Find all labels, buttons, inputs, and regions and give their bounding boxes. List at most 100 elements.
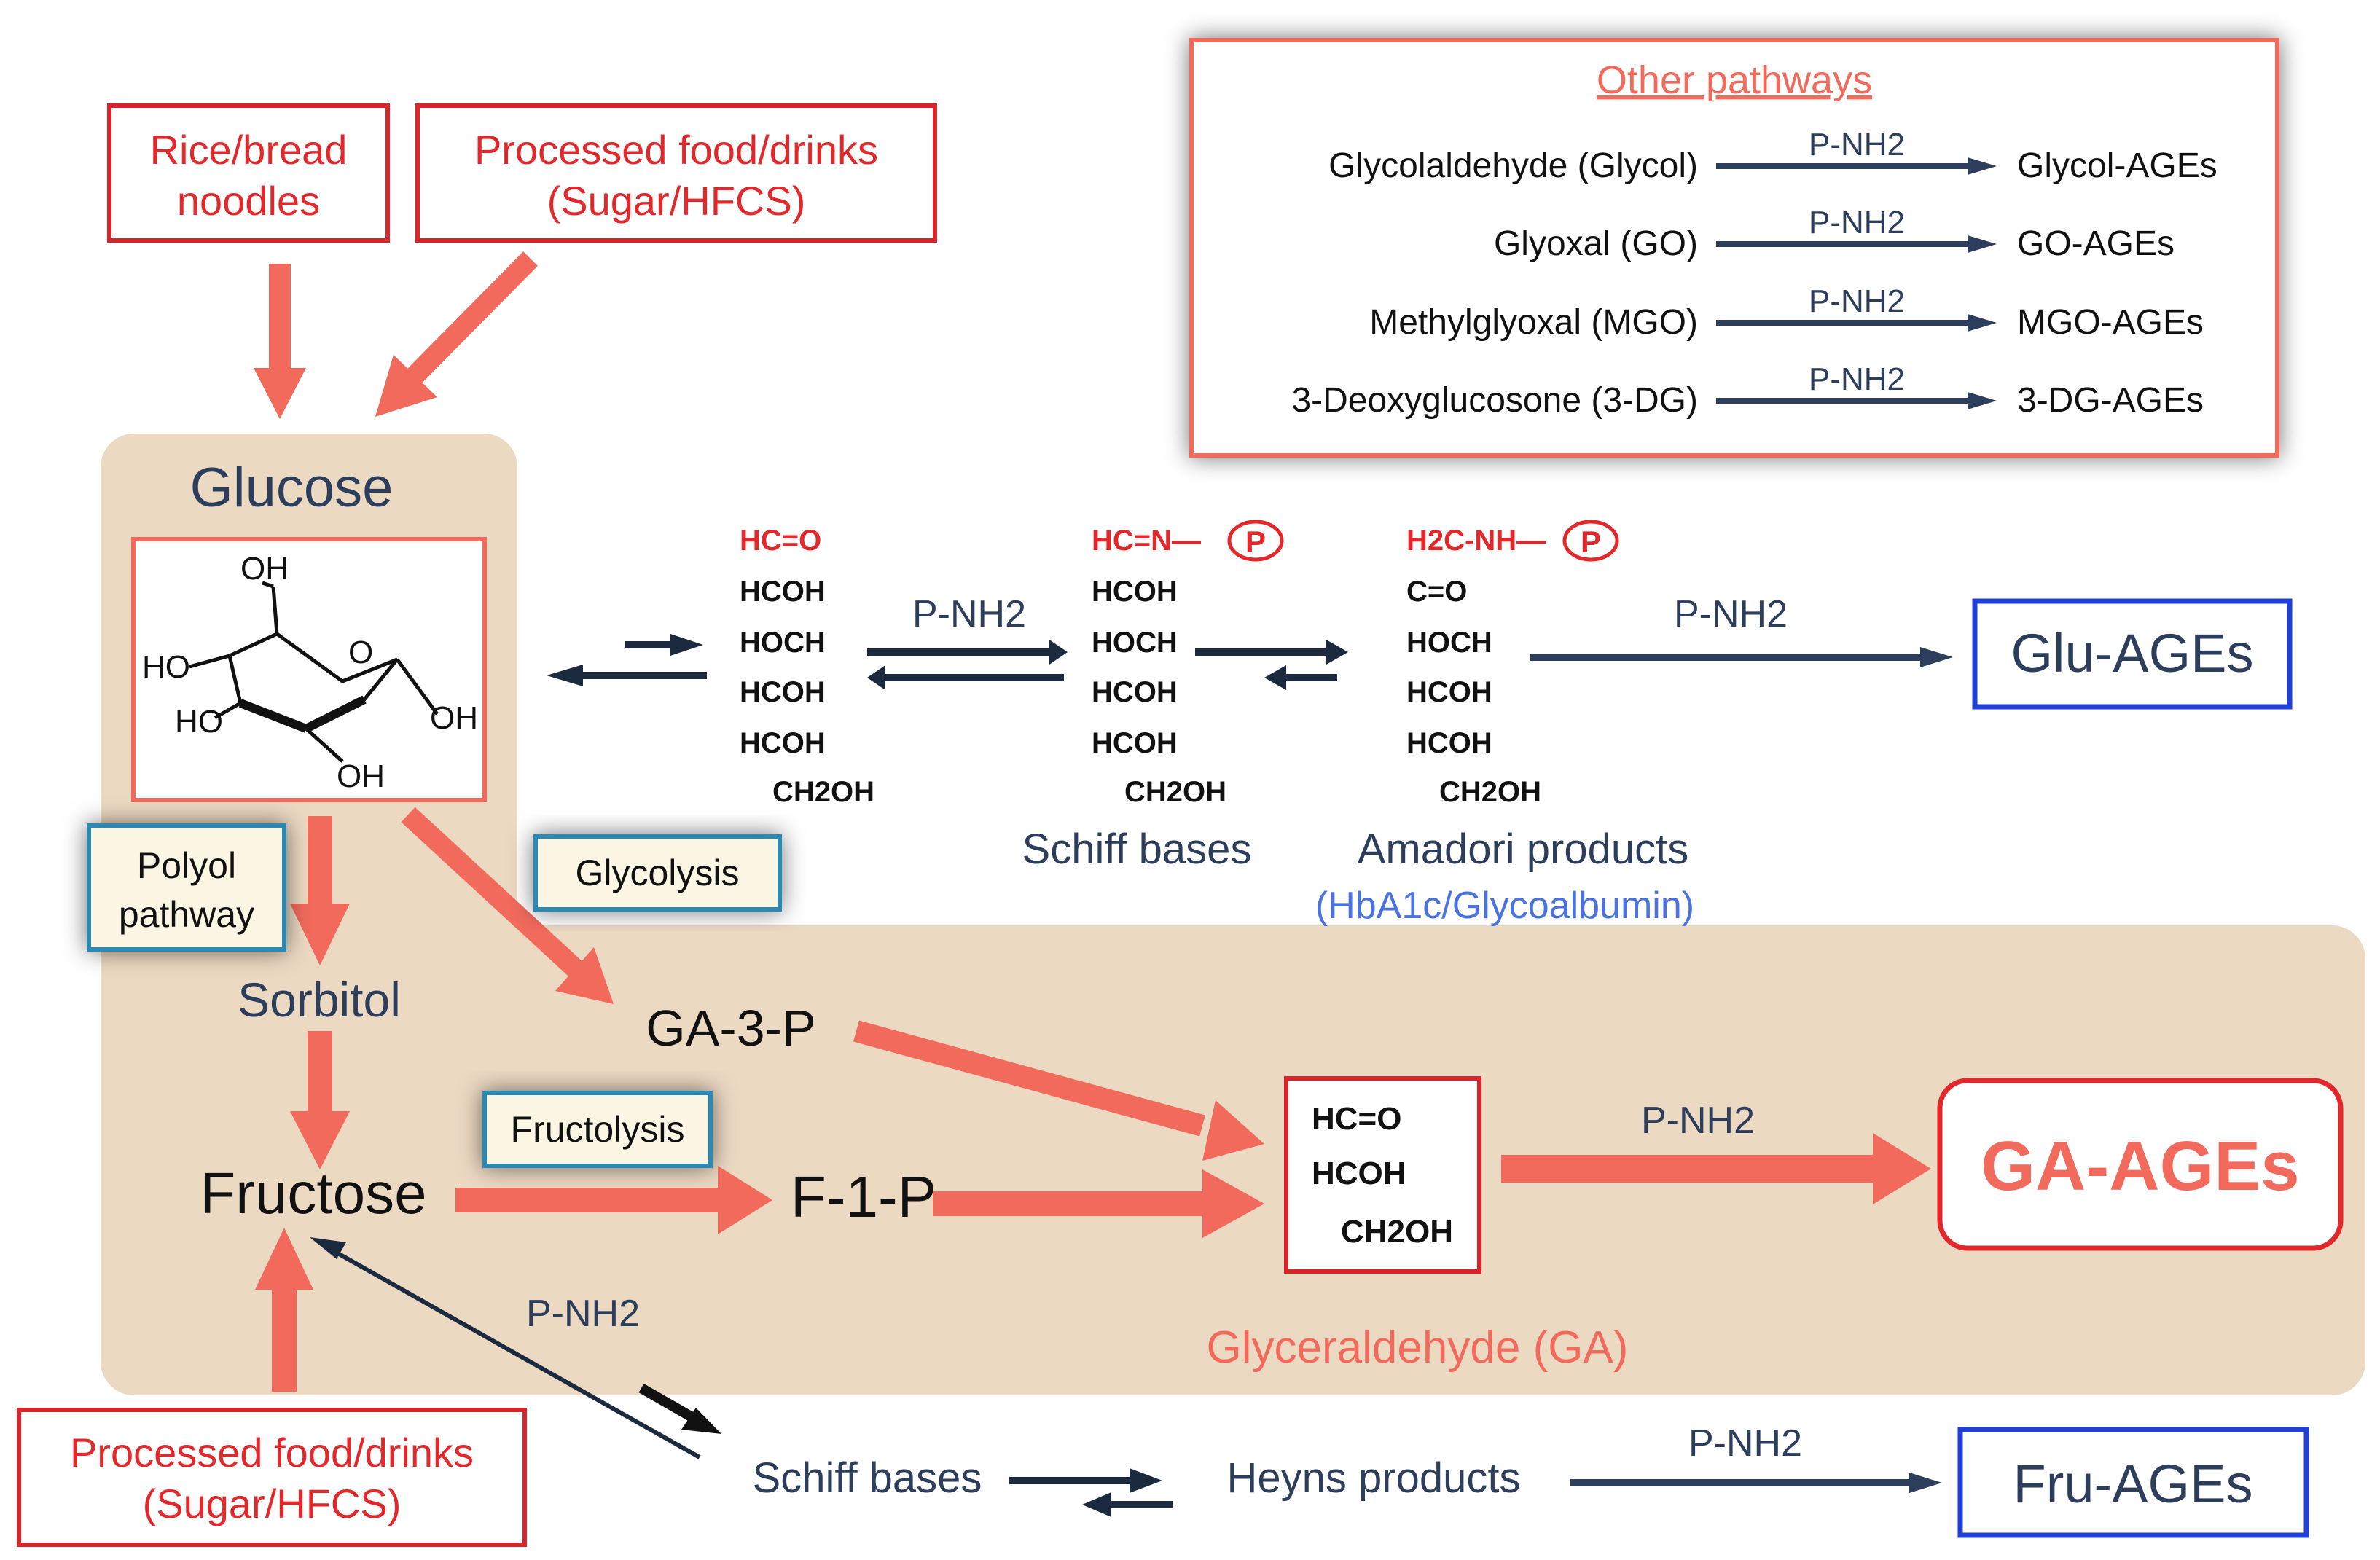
chain-atom-row: HCOH — [1406, 676, 1492, 708]
chain-atom-row: HCOH — [1092, 727, 1178, 759]
fructolysis-box: Fructolysis — [482, 1091, 713, 1168]
other-pathway-source: Methylglyoxal (MGO) — [1369, 303, 1698, 342]
other-pathways-box: Other pathways Glycolaldehyde (Glycol) P-… — [1189, 38, 2279, 458]
equilibrium-glucose-open — [547, 634, 707, 686]
other-pathway-source: Glyoxal (GO) — [1494, 224, 1698, 263]
ga3p-label: GA-3-P — [646, 1000, 815, 1057]
other-pathways-title: Other pathways — [1597, 58, 1872, 102]
ga-ages-box: GA-AGEs — [1937, 1078, 2344, 1251]
source-processed-top-line1: Processed food/drinks — [474, 127, 878, 173]
other-pathway-arrowhead — [1968, 392, 1997, 409]
glucose-ho-lower: HO — [175, 704, 223, 740]
glyceraldehyde-label: Glyceraldehyde (GA) — [1207, 1322, 1629, 1373]
equilibrium-schiff-amadori — [1195, 640, 1348, 690]
fructose-label: Fructose — [200, 1161, 426, 1226]
polyol-line2: pathway — [119, 894, 254, 935]
top-reagent-1: P-NH2 — [912, 593, 1026, 635]
chain-atom-row: HCOH — [740, 676, 826, 708]
source-processed-bottom-box: Processed food/drinks (Sugar/HFCS) — [17, 1408, 527, 1547]
red-arrow-glucose-to-ga3p — [401, 807, 614, 1004]
sorbitol-label: Sorbitol — [238, 973, 401, 1027]
source-processed-top-line2: (Sugar/HFCS) — [547, 178, 806, 224]
red-arrow-bottom-to-fructose — [255, 1228, 313, 1392]
other-pathway-arrowhead — [1968, 157, 1997, 175]
source-processed-bottom-line1: Processed food/drinks — [70, 1430, 474, 1475]
arrow-heyns-to-fru-ages — [1570, 1473, 1942, 1493]
schiff-bases-label-top: Schiff bases — [1022, 826, 1252, 873]
ga-ages-label: GA-AGEs — [1981, 1127, 2299, 1205]
other-pathway-reagent: P-NH2 — [1809, 283, 1905, 319]
ga-chain-1: HC=O — [1312, 1101, 1401, 1137]
open-chain-amadori: H2C-NH— C=O HOCH HCOH HCOH CH2OH — [1406, 525, 1546, 808]
glu-ages-box: Glu-AGEs — [1972, 598, 2293, 710]
chain-atom-row: HCOH — [1092, 676, 1178, 708]
ga-chain-2: HCOH — [1312, 1156, 1406, 1191]
phosphate-label-schiff: P — [1245, 525, 1266, 559]
red-arrow-ga3p-to-ga — [853, 1020, 1264, 1161]
diag-arrow-fructose-to-schiff — [638, 1383, 721, 1434]
red-arrow-glucose-to-sorbitol — [290, 816, 350, 965]
other-pathway-product: Glycol-AGEs — [2017, 146, 2217, 185]
fru-ages-label: Fru-AGEs — [2013, 1454, 2253, 1514]
red-arrow-fructose-to-f1p — [455, 1166, 772, 1234]
phosphate-circle-schiff: P — [1227, 520, 1284, 562]
top-reagent-2: P-NH2 — [1674, 593, 1788, 635]
chain-atom-row: H2C-NH— — [1406, 525, 1546, 557]
chain-atom-row: HCOH — [740, 727, 826, 759]
other-pathway-product: MGO-AGEs — [2017, 303, 2204, 342]
chain-atom-row: HOCH — [740, 627, 826, 659]
chain-atom-row: HCOH — [1406, 727, 1492, 759]
chain-atom-row: HCOH — [740, 576, 826, 608]
glucose-oh-right: OH — [430, 700, 478, 736]
source-rice-box: Rice/bread noodles — [107, 103, 390, 243]
chain-atom-row: HC=N— — [1092, 525, 1201, 557]
chain-atom-row: CH2OH — [1439, 776, 1541, 808]
chain-atom-row: HOCH — [1406, 627, 1492, 659]
glyceraldehyde-panel — [101, 925, 2365, 1395]
other-pathway-product: GO-AGEs — [2017, 224, 2175, 263]
bottom-reagent: P-NH2 — [1688, 1422, 1802, 1465]
glucose-title: Glucose — [190, 457, 394, 519]
bottom-reagent-diag: P-NH2 — [526, 1293, 640, 1335]
polyol-pathway-box: Polyol pathway — [87, 823, 286, 952]
glycolysis-label: Glycolysis — [575, 852, 739, 893]
fructolysis-label: Fructolysis — [511, 1109, 685, 1150]
chain-atom-row: C=O — [1406, 576, 1467, 608]
chain-atom-row: HC=O — [740, 525, 821, 557]
glucose-ho-left: HO — [142, 649, 190, 685]
glucose-ring-oxygen: O — [348, 635, 373, 670]
glucose-oh-bottom: OH — [337, 759, 385, 794]
red-arrow-rice-to-glucose — [254, 264, 306, 419]
ga-reagent: P-NH2 — [1641, 1100, 1755, 1142]
fru-ages-box: Fru-AGEs — [1957, 1427, 2309, 1538]
diag-arrow-schiff-to-fructose — [310, 1237, 701, 1459]
other-pathway-arrowhead — [1968, 314, 1997, 332]
source-rice-line2: noodles — [177, 178, 320, 224]
heyns-products-label: Heyns products — [1227, 1454, 1521, 1502]
glycolysis-box: Glycolysis — [533, 834, 782, 912]
red-arrow-f1p-to-ga — [933, 1169, 1264, 1238]
other-pathway-reagent: P-NH2 — [1809, 127, 1905, 162]
other-pathway-arrowhead — [1968, 235, 1997, 253]
equilibrium-schiff-heyns — [1009, 1468, 1173, 1517]
amadori-products-label: Amadori products — [1358, 826, 1689, 873]
red-arrow-processed-to-glucose — [375, 251, 538, 417]
glucose-structure-box: OH HO HO OH OH O — [131, 537, 487, 802]
source-processed-bottom-line2: (Sugar/HFCS) — [143, 1481, 402, 1526]
glucose-ring — [189, 581, 439, 763]
phosphate-label-amadori: P — [1581, 525, 1601, 559]
amadori-subtitle: (HbA1c/Glycoalbumin) — [1315, 885, 1694, 927]
schiff-bases-label-bottom: Schiff bases — [753, 1454, 982, 1502]
other-pathway-reagent: P-NH2 — [1809, 205, 1905, 240]
phosphate-circle-amadori: P — [1562, 520, 1619, 562]
ga-chain-3: CH2OH — [1341, 1214, 1453, 1250]
other-pathway-source: 3-Deoxyglucosone (3-DG) — [1291, 381, 1698, 420]
other-pathway-product: 3-DG-AGEs — [2017, 381, 2204, 420]
other-pathway-source: Glycolaldehyde (Glycol) — [1328, 146, 1698, 185]
arrow-amadori-to-glu-ages — [1530, 647, 1953, 667]
ga-structure-box: HC=O HCOH CH2OH — [1284, 1076, 1481, 1274]
chain-atom-row: CH2OH — [1124, 776, 1226, 808]
